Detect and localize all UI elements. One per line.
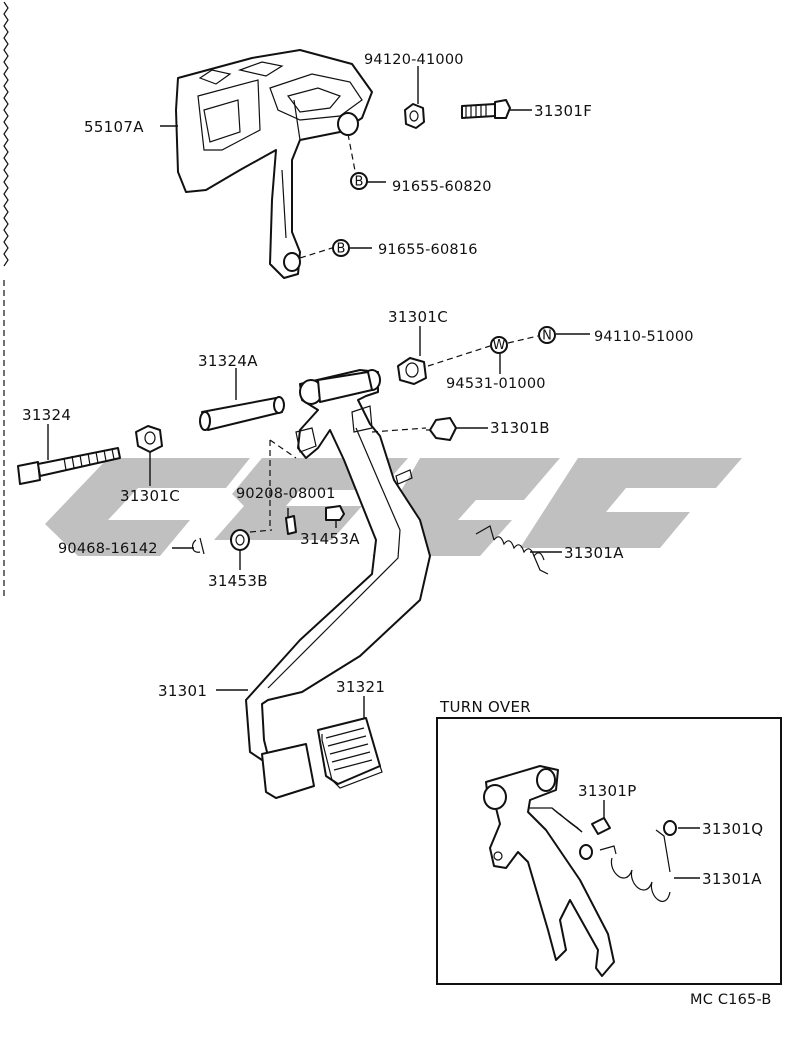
stopper-icon: [426, 417, 457, 441]
label-31453a: 31453A: [300, 530, 360, 548]
label-91655-60820: 91655-60820: [392, 179, 492, 195]
inset-label-31301a: 31301A: [702, 870, 762, 888]
label-90208-08001: 90208-08001: [236, 486, 336, 502]
circle-mark-b-1: B: [355, 175, 364, 190]
label-31301: 31301: [158, 682, 207, 700]
label-31301a: 31301A: [564, 544, 624, 562]
label-94110-51000: 94110-51000: [594, 329, 694, 345]
bushing-icon: [135, 425, 163, 453]
circle-mark-b-icon: [332, 172, 368, 257]
cushion-b-icon: [230, 529, 250, 551]
label-31301b: 31301B: [490, 419, 550, 437]
pedal-lever-drawing: [245, 369, 431, 799]
leader-lines-top: [160, 66, 532, 259]
inset-leader-lines: [603, 800, 700, 879]
pedal-pad-drawing: [317, 717, 383, 789]
label-91655-60816: 91655-60816: [378, 242, 478, 258]
inset-label-31301p: 31301P: [578, 782, 637, 800]
inset-clip-icon: [591, 817, 611, 835]
label-31301c-left: 31301C: [120, 487, 180, 505]
circle-mark-b-2: B: [337, 242, 346, 257]
inset-label-31301q: 31301Q: [702, 820, 763, 838]
inset-pedal-drawing: [483, 765, 615, 977]
leader-lines-pedal: [47, 326, 590, 718]
bracket-drawing: [175, 49, 373, 279]
label-31453b: 31453B: [208, 572, 268, 590]
circle-marks-wn: [490, 326, 556, 354]
circle-mark-n: N: [542, 329, 552, 344]
clip-pin-icon: [285, 515, 297, 535]
label-55107a: 55107A: [84, 118, 144, 136]
inset-washer-icon: [579, 820, 677, 860]
label-31301f: 31301F: [534, 102, 592, 120]
diagram-code: MC C165-B: [690, 992, 772, 1008]
label-94120-41000: 94120-41000: [364, 52, 464, 68]
inset-title: TURN OVER: [439, 698, 531, 716]
bolt-icon: [461, 99, 511, 119]
cushion-icon: [325, 505, 345, 521]
label-94531-01000: 94531-01000: [446, 376, 546, 392]
label-31324a: 31324A: [198, 352, 258, 370]
label-90468-16142: 90468-16142: [58, 541, 158, 557]
label-31324: 31324: [22, 406, 71, 424]
perforated-edge: [3, 1, 9, 600]
inset-frame: [436, 717, 782, 985]
nut-icon: [404, 103, 425, 129]
label-31321: 31321: [336, 678, 385, 696]
sleeve-icon: [199, 396, 285, 431]
circle-mark-w: W: [493, 338, 506, 353]
inset-spring-icon: [599, 829, 671, 902]
pivot-bolt-icon: [17, 447, 121, 485]
label-31301c-right: 31301C: [388, 308, 448, 326]
collar-icon: [397, 357, 427, 385]
spring-icon: [475, 525, 549, 575]
clip-icon: [191, 537, 205, 555]
